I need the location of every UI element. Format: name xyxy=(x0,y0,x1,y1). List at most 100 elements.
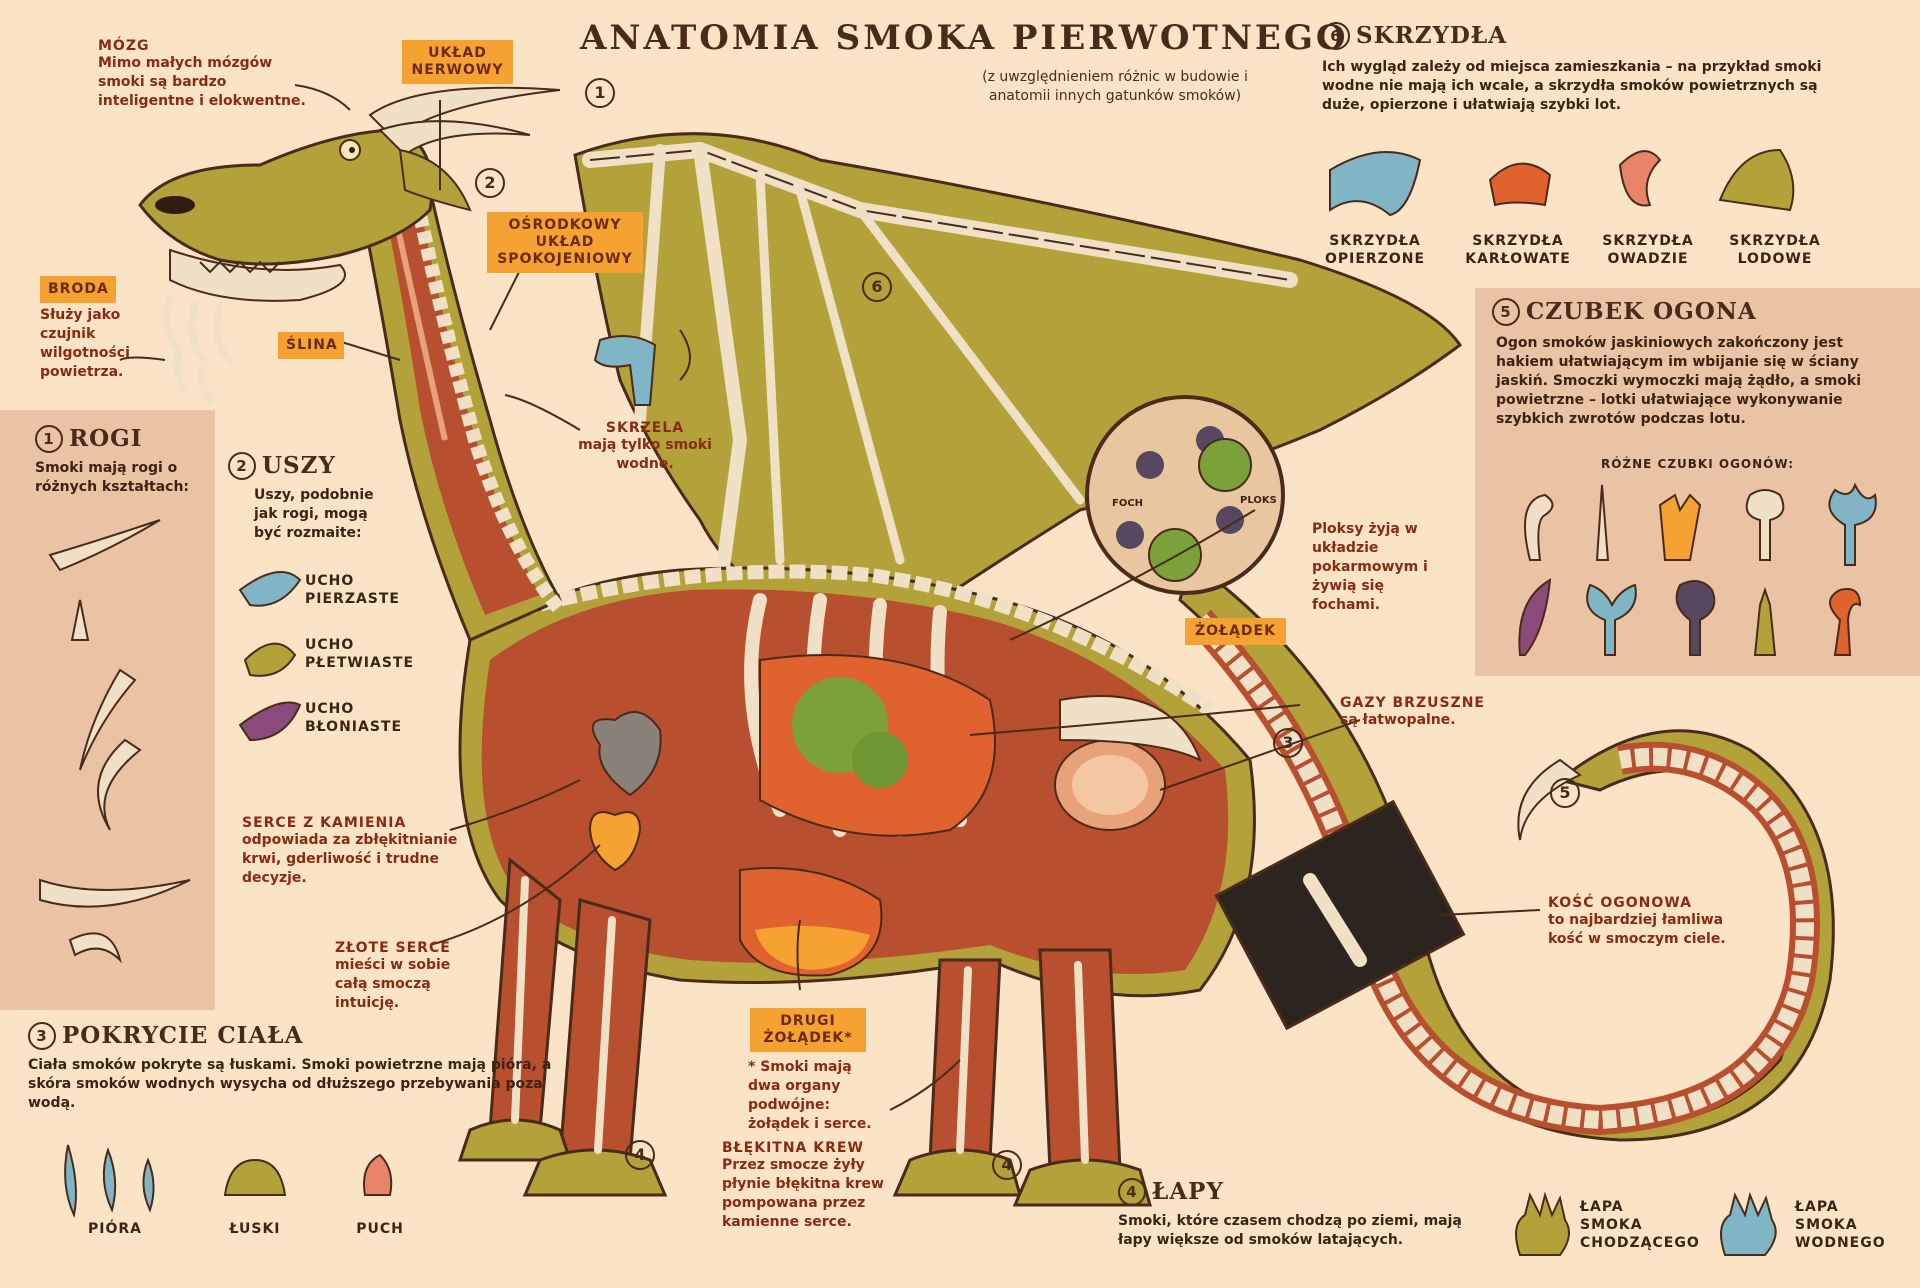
mozg-text: Mimo małych mózgów smoki są bardzo intel… xyxy=(98,55,306,109)
horn-examples xyxy=(39,519,191,964)
uszy-head: USZY xyxy=(262,452,336,479)
skrzydla-num: 6 xyxy=(1322,22,1350,50)
czubek-num: 5 xyxy=(1492,298,1520,326)
zoladek-tag: ŻOŁĄDEK xyxy=(1185,618,1286,645)
wing-label-feathered: SKRZYDŁA OPIERZONE xyxy=(1324,233,1426,267)
skrzydla-head: SKRZYDŁA xyxy=(1356,22,1508,49)
marker-1: 1 xyxy=(585,78,615,108)
fin-ear-icon xyxy=(243,642,297,677)
down-icon xyxy=(363,1153,393,1196)
wing xyxy=(573,132,1463,602)
wing-label-insect: SKRZYDŁA OWADZIE xyxy=(1602,233,1694,267)
rogi-text: Smoki mają rogi o różnych kształtach: xyxy=(35,460,190,495)
page-subtitle: (z uwzględnieniem różnic w budowie i ana… xyxy=(982,69,1248,104)
feather-ear-icon xyxy=(238,571,302,607)
serce-kamien-text: odpowiada za zbłękitnianie krwi, gderliw… xyxy=(242,832,458,886)
czubek-text: Ogon smoków jaskiniowych zakończony jest… xyxy=(1496,335,1862,427)
gazy-head: GAZY BRZUSZNE xyxy=(1340,695,1485,711)
marker-2: 2 xyxy=(475,168,505,198)
zlote-serce-annotation: ZŁOTE SERCE mieści w sobie całą smoczą i… xyxy=(335,940,485,1013)
czubek-sub: RÓŻNE CZUBKI OGONÓW: xyxy=(1600,457,1795,471)
uszy-num: 2 xyxy=(228,452,256,480)
lapy-text: Smoki, które czasem chodzą po ziemi, maj… xyxy=(1118,1213,1462,1248)
marker-4a: 4 xyxy=(625,1140,655,1170)
covering-label-feathers: PIÓRA xyxy=(88,1221,142,1237)
slina-tag: ŚLINA xyxy=(278,332,344,359)
pokrycie-head: POKRYCIE CIAŁA xyxy=(62,1022,304,1049)
uklad-nerwowy-tag: UKŁAD NERWOWY xyxy=(402,40,513,84)
blekitna-krew-text: Przez smocze żyły płynie błękitna krew p… xyxy=(722,1157,884,1230)
marker-5: 5 xyxy=(1550,778,1580,808)
scale-icon xyxy=(223,1158,287,1196)
feather-icons xyxy=(64,1144,155,1219)
skrzela-head: SKRZELA xyxy=(605,420,685,436)
rogi-head: ROGI xyxy=(69,425,143,452)
drugi-zoladek-text: * Smoki mają dwa organy podwójne: żołąde… xyxy=(748,1059,872,1132)
osrodkowy-tag: OŚRODKOWY UKŁAD SPOKOJENIOWY xyxy=(487,212,643,273)
golden-heart xyxy=(588,811,642,872)
ploks-magnifier xyxy=(1085,395,1285,595)
foch-label: FOCH xyxy=(1112,498,1144,509)
dwarf-wing-icon xyxy=(1488,162,1552,207)
membrane-ear-icon xyxy=(238,701,302,742)
gazy-text: są łatwopalne. xyxy=(1340,712,1456,728)
zlote-serce-head: ZŁOTE SERCE xyxy=(335,940,451,956)
pokrycie-text: Ciała smoków pokryte są łuskami. Smoki p… xyxy=(28,1057,552,1111)
legs xyxy=(488,857,1122,1172)
marker-3: 3 xyxy=(1273,728,1303,758)
skrzela-text: mają tylko smoki wodne. xyxy=(578,437,712,472)
skrzela-annotation: SKRZELA mają tylko smoki wodne. xyxy=(575,420,715,474)
gilled-dragon-head xyxy=(593,335,657,406)
covering-label-down: PUCH xyxy=(356,1221,404,1237)
kosc-text: to najbardziej łamliwa kość w smoczym ci… xyxy=(1548,912,1726,947)
kosc-head: KOŚĆ OGONOWA xyxy=(1548,895,1692,911)
water-paw-icon xyxy=(1720,1191,1777,1256)
zlote-serce-text: mieści w sobie całą smoczą intuicję. xyxy=(335,957,451,1011)
lapy-num: 4 xyxy=(1118,1178,1146,1206)
ploks-label: PLOKS xyxy=(1240,495,1277,506)
blekitna-krew-annotation: BŁĘKITNA KREW Przez smocze żyły płynie b… xyxy=(722,1140,892,1232)
kosc-annotation: KOŚĆ OGONOWA to najbardziej łamliwa kość… xyxy=(1548,895,1738,949)
ear-label-membrane: UCHO BŁONIASTE xyxy=(305,701,403,735)
drugi-zoladek-tag: DRUGI ŻOŁĄDEK* xyxy=(750,1008,866,1052)
lapy-head: ŁAPY xyxy=(1152,1178,1224,1205)
marker-6: 6 xyxy=(862,272,892,302)
czubek-head: CZUBEK OGONA xyxy=(1526,298,1757,325)
broda-tag: BRODA xyxy=(40,276,116,303)
mozg-annotation: MÓZG Mimo małych mózgów smoki są bardzo … xyxy=(98,38,318,111)
paw-label-walking: ŁAPA SMOKA CHODZĄCEGO xyxy=(1580,1199,1700,1251)
dragon-head xyxy=(138,86,561,404)
stone-heart xyxy=(591,711,662,797)
walking-paw-icon xyxy=(1515,1191,1570,1256)
marker-4b: 4 xyxy=(992,1150,1022,1180)
feathered-wing-icon xyxy=(1329,151,1422,217)
tail-tip-icons xyxy=(1518,482,1877,656)
paw-label-water: ŁAPA SMOKA WODNEGO xyxy=(1795,1199,1886,1251)
mozg-head: MÓZG xyxy=(98,38,150,54)
covering-label-scales: ŁUSKI xyxy=(229,1221,281,1237)
ear-label-fin: UCHO PŁETWIASTE xyxy=(305,637,415,671)
uszy-text: Uszy, podobnie jak rogi, mogą być rozmai… xyxy=(254,487,374,541)
skrzydla-text: Ich wygląd zależy od miejsca zamieszkani… xyxy=(1322,59,1822,113)
page-title: ANATOMIA SMOKA PIERWOTNEGO xyxy=(580,18,1349,58)
wing-label-dwarf: SKRZYDŁA KARŁOWATE xyxy=(1465,233,1571,267)
ear-label-feather: UCHO PIERZASTE xyxy=(305,573,400,607)
leader-lines xyxy=(119,84,1541,1111)
serce-kamien-annotation: SERCE Z KAMIENIA odpowiada za zbłękitnia… xyxy=(242,815,472,888)
gazy-annotation: GAZY BRZUSZNE są łatwopalne. xyxy=(1340,695,1520,730)
wing-label-ice: SKRZYDŁA LODOWE xyxy=(1729,233,1821,267)
serce-kamien-head: SERCE Z KAMIENIA xyxy=(242,815,407,831)
pokrycie-num: 3 xyxy=(28,1022,56,1050)
broda-text: Służy jako czujnik wilgotności powietrza… xyxy=(40,307,130,380)
insect-wing-icon xyxy=(1618,150,1662,207)
neck xyxy=(358,188,566,642)
ploksy-text: Ploksy żyją w układzie pokarmowym i żywi… xyxy=(1312,521,1428,613)
blekitna-krew-head: BŁĘKITNA KREW xyxy=(722,1140,864,1156)
